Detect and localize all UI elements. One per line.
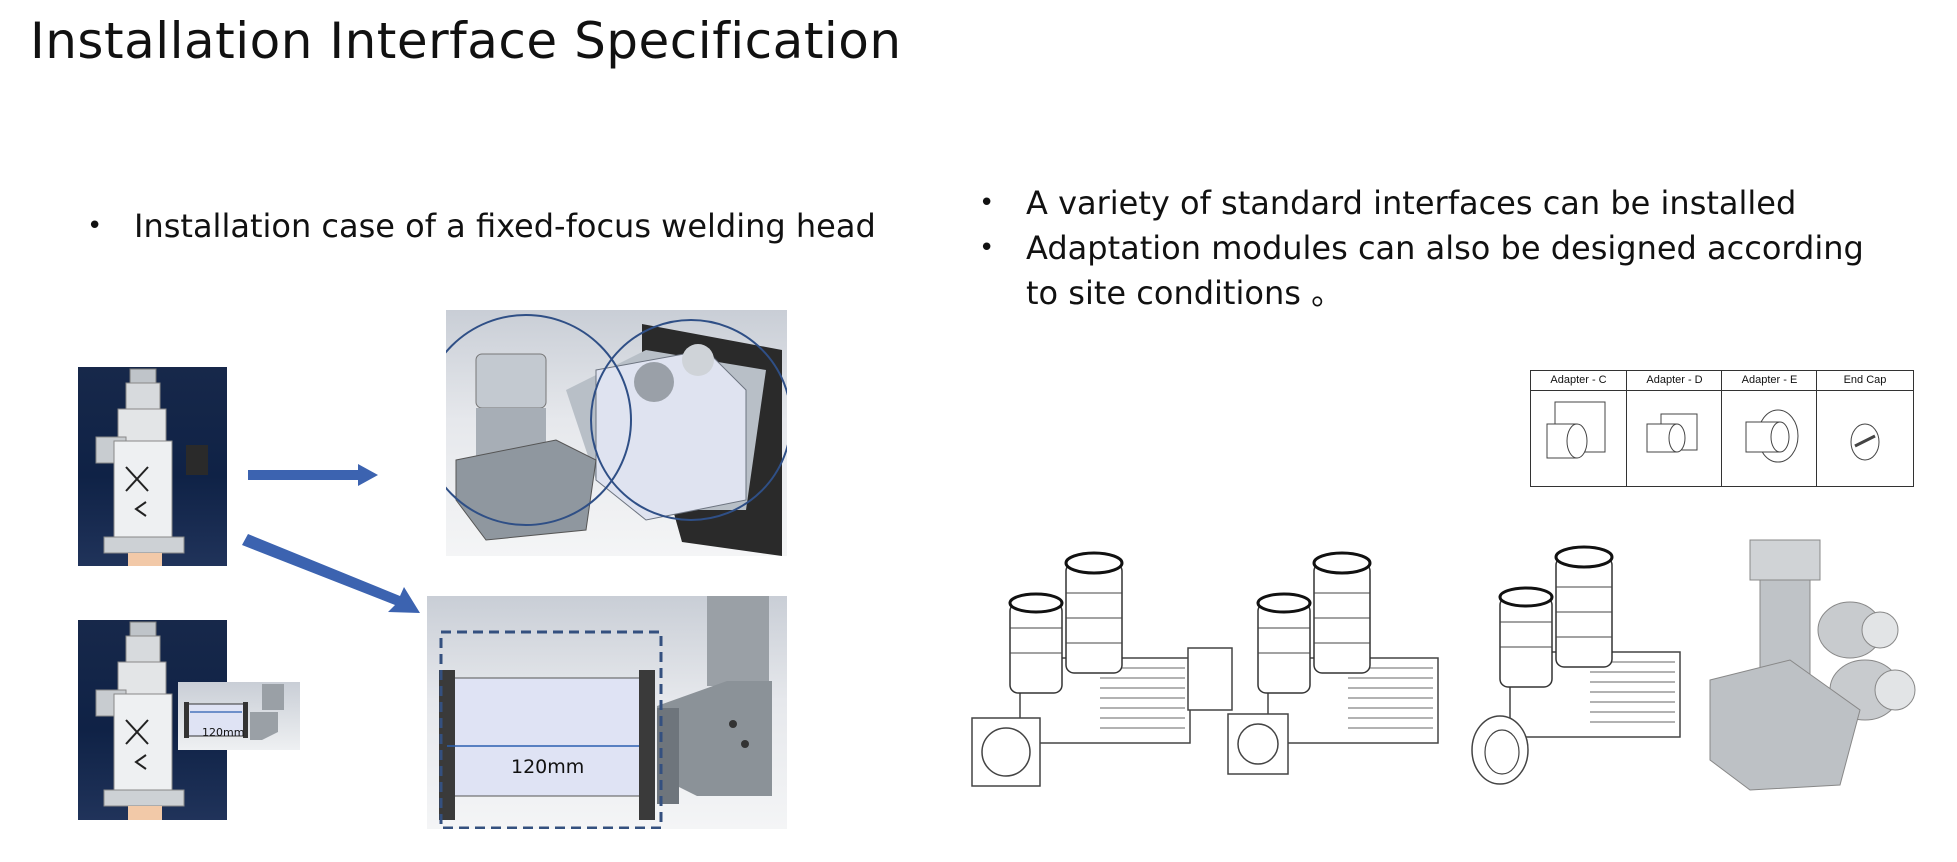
adapter-c-icon (1546, 401, 1606, 459)
left-bullet-text: Installation case of a fixed-focus weldi… (134, 207, 876, 245)
adapter-e-icon (1745, 409, 1799, 463)
adapter-inset-illustration (184, 684, 284, 740)
adapter-table-header: Adapter - E (1722, 371, 1817, 391)
right-bullet-3-text: to site conditions 。 (1026, 274, 1344, 312)
right-bullet-2-text: Adaptation modules can also be designed … (1026, 229, 1864, 267)
adapter-dimension-illustration (439, 596, 772, 829)
bullet-dot: • (979, 233, 995, 263)
adapter-3d-illustration (446, 314, 787, 556)
adapter-inset-thumbnail: 120mm (178, 682, 300, 750)
adapter-3d-render-bottom: 120mm (427, 596, 787, 829)
arrows-layer (242, 464, 420, 613)
adapter-table: Adapter - C Adapter - D Adapter - E End … (1530, 370, 1914, 487)
bullet-dot: • (979, 188, 995, 218)
adapter-table-column: Adapter - D (1626, 371, 1722, 486)
adapter-table-header: End Cap (1817, 371, 1913, 391)
welding-head-illustration (95, 621, 185, 820)
inset-dimension-label: 120mm (202, 726, 245, 739)
adapter-d-icon (1646, 413, 1698, 453)
adapter-table-column: End Cap (1816, 371, 1913, 486)
variant-drawing-2 (1227, 551, 1440, 775)
arrow-diagonal (242, 534, 420, 613)
slide-title: Installation Interface Specification (30, 12, 902, 70)
bullet-dot: • (87, 211, 103, 241)
interface-variant-drawings (971, 539, 1916, 791)
adapter-table-header: Adapter - C (1531, 371, 1626, 391)
welding-head-illustration (95, 368, 208, 566)
right-bullet-3-continuation: to site conditions 。 (1026, 271, 1343, 316)
end-cap-icon (1850, 423, 1880, 461)
arrow-right (248, 464, 378, 486)
left-bullet: • Installation case of a fixed-focus wel… (87, 204, 876, 249)
adapter-table-header: Adapter - D (1627, 371, 1722, 391)
variant-drawing-4 (1709, 539, 1916, 791)
right-bullet-1-text: A variety of standard interfaces can be … (1026, 184, 1797, 222)
dimension-label: 120mm (511, 756, 585, 778)
variant-drawing-3 (1471, 545, 1682, 785)
adapter-table-column: Adapter - E (1721, 371, 1817, 486)
adapter-table-column: Adapter - C (1531, 371, 1626, 486)
adapter-3d-render-top (446, 310, 787, 556)
variant-drawing-1 (971, 551, 1233, 787)
welding-head-photo-top (78, 367, 227, 566)
right-bullet-2: • Adaptation modules can also be designe… (979, 226, 1864, 271)
right-bullet-1: • A variety of standard interfaces can b… (979, 181, 1797, 226)
